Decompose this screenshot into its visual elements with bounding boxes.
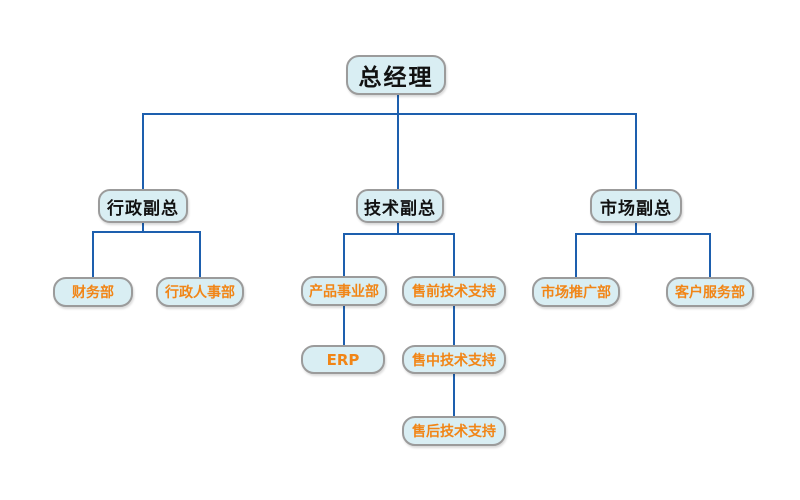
node-admin-hr-dept: 行政人事部: [156, 277, 244, 307]
node-market-vp: 市场副总: [590, 189, 682, 223]
node-presales-support: 售前技术支持: [402, 276, 506, 306]
node-customer-service-dept: 客户服务部: [666, 277, 754, 307]
node-product-division: 产品事业部: [301, 276, 387, 306]
node-erp: ERP: [301, 345, 385, 374]
node-market-promotion-dept: 市场推广部: [532, 277, 620, 307]
node-admin-vp: 行政副总: [98, 189, 188, 223]
node-finance-dept: 财务部: [53, 277, 133, 307]
node-midsales-support: 售中技术支持: [402, 345, 506, 374]
node-aftersales-support: 售后技术支持: [402, 416, 506, 446]
node-general-manager: 总经理: [346, 55, 446, 95]
node-tech-vp: 技术副总: [356, 189, 444, 223]
